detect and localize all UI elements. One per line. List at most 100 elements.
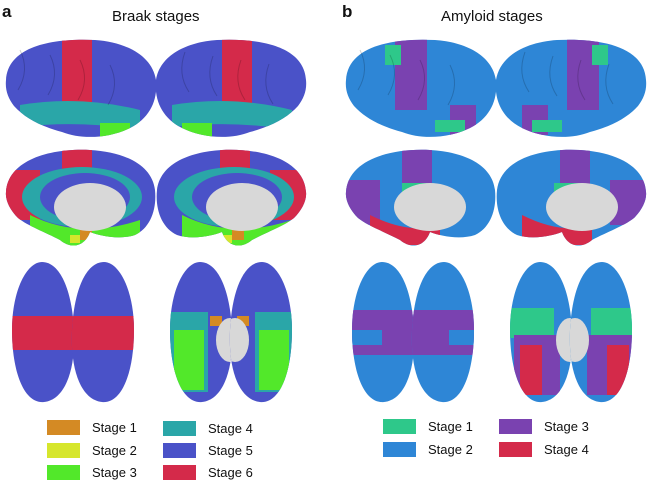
stage-4-region (20, 101, 140, 130)
stage-3-region (182, 123, 212, 137)
brain-ventral-left (510, 262, 573, 403)
legend-a-stage-1-label: Stage 1 (92, 419, 137, 435)
stage-1-region (80, 230, 92, 240)
legend-a-stage-3-swatch (47, 464, 80, 480)
legend-b-stage-4-swatch (499, 441, 532, 457)
legend-a-stage-3-label: Stage 3 (92, 464, 137, 480)
brain-lateral-left (5, 39, 157, 137)
legend-b-stage-1-swatch (383, 418, 416, 434)
subcortical-cut (394, 183, 466, 231)
legend-a-stage-5: Stage 5 (163, 442, 253, 458)
sulcus-line (107, 64, 115, 106)
sulcus-line (237, 59, 246, 101)
legend-a-stage-2-label: Stage 2 (92, 442, 137, 458)
stage-6-region (62, 39, 92, 105)
panel-a-title: Braak stages (112, 8, 200, 25)
legend-a-stage-2: Stage 2 (47, 442, 137, 458)
brain-medial-right (496, 149, 647, 246)
brain-ventral-right (229, 262, 292, 403)
legend-a-stage-6-label: Stage 6 (208, 464, 253, 480)
brain-dorsal-left (352, 262, 415, 403)
brain-medial-left (5, 149, 156, 246)
stage-2-region (70, 235, 80, 243)
brain-ventral-right (569, 262, 632, 403)
brain-group-a (5, 39, 307, 403)
sulcus-line (181, 51, 190, 93)
legend-b-stage-2-label: Stage 2 (428, 441, 473, 457)
legend-a-stage-6-swatch (163, 464, 196, 480)
legend-a-stage-6: Stage 6 (163, 464, 253, 480)
stage-1-region (510, 308, 554, 338)
sulcus-line (209, 55, 218, 97)
brain-medial-left (345, 149, 496, 246)
stage-1-region (435, 120, 465, 132)
sulcus-line (605, 63, 614, 105)
subcortical-cut (546, 183, 618, 231)
brain-medial-right (156, 149, 307, 246)
stage-4-region (172, 101, 292, 130)
brain-dorsal-right (71, 262, 134, 403)
brain-lateral-right (155, 39, 307, 137)
stage-4-region (520, 345, 542, 395)
sulcus-line (549, 55, 558, 97)
panel-b-title: Amyloid stages (441, 8, 543, 25)
panel-a-letter: a (2, 2, 12, 21)
stage-1-region (385, 45, 401, 65)
legend-a-stage-4-swatch (163, 420, 196, 436)
stage-3-region (100, 123, 130, 137)
sulcus-line (447, 64, 455, 106)
legend-a-stage-1: Stage 1 (47, 419, 137, 435)
legend-b-stage-3-label: Stage 3 (544, 418, 589, 434)
subcortical-cut (54, 183, 126, 231)
legend-a-stage-5-label: Stage 5 (208, 442, 253, 458)
subcortical-cut (229, 318, 249, 362)
stage-3-region (402, 149, 432, 185)
legend-a-stage-5-swatch (163, 442, 196, 458)
legend-a-stage-4: Stage 4 (163, 420, 253, 436)
brain-surface-maps (5, 39, 647, 403)
brain-lateral-right (495, 39, 647, 137)
cortex-region (352, 330, 382, 345)
stage-3-region (174, 330, 204, 390)
stage-6-region (71, 316, 134, 350)
legend-b-stage-4: Stage 4 (499, 441, 589, 457)
legend-a-stage-4-label: Stage 4 (208, 420, 253, 436)
sulci-texture (17, 49, 614, 106)
stage-3-region (259, 330, 289, 390)
brain-group-b (345, 39, 647, 403)
legend-b-stage-3: Stage 3 (499, 418, 589, 434)
brain-dorsal-left (12, 262, 75, 403)
legend-b-stage-2: Stage 2 (383, 441, 473, 457)
cortex-region (449, 330, 474, 345)
sulcus-line (47, 54, 55, 96)
stage-1-region (592, 45, 608, 65)
stage-6-region (12, 316, 75, 350)
legend-a-stage-2-swatch (47, 442, 80, 458)
sulcus-line (357, 49, 365, 91)
stage-2-region (222, 235, 232, 243)
subcortical-cut (569, 318, 589, 362)
stage-1-region (532, 120, 562, 132)
sulcus-line (77, 59, 85, 101)
legend-a-stage-1-swatch (47, 419, 80, 435)
sulcus-line (17, 49, 25, 91)
legend-b-stage-3-swatch (499, 418, 532, 434)
sulcus-line (417, 59, 425, 101)
stage-4-region (607, 345, 629, 395)
legend-b-stage-2-swatch (383, 441, 416, 457)
stage-1-region (210, 316, 222, 326)
legend-b-stage-1-label: Stage 1 (428, 418, 473, 434)
stage-1-region (591, 308, 632, 338)
stage-3-region (560, 149, 590, 185)
legend-b-stage-4-label: Stage 4 (544, 441, 589, 457)
sulcus-line (387, 54, 395, 96)
sulcus-line (521, 51, 530, 93)
legend-b-stage-1: Stage 1 (383, 418, 473, 434)
sulcus-line (577, 59, 586, 101)
stage-1-region (237, 316, 249, 326)
stage-6-region (222, 39, 252, 105)
panel-b-letter: b (342, 2, 353, 21)
brain-dorsal-right (411, 262, 474, 403)
subcortical-cut (206, 183, 278, 231)
sulcus-line (265, 63, 274, 105)
